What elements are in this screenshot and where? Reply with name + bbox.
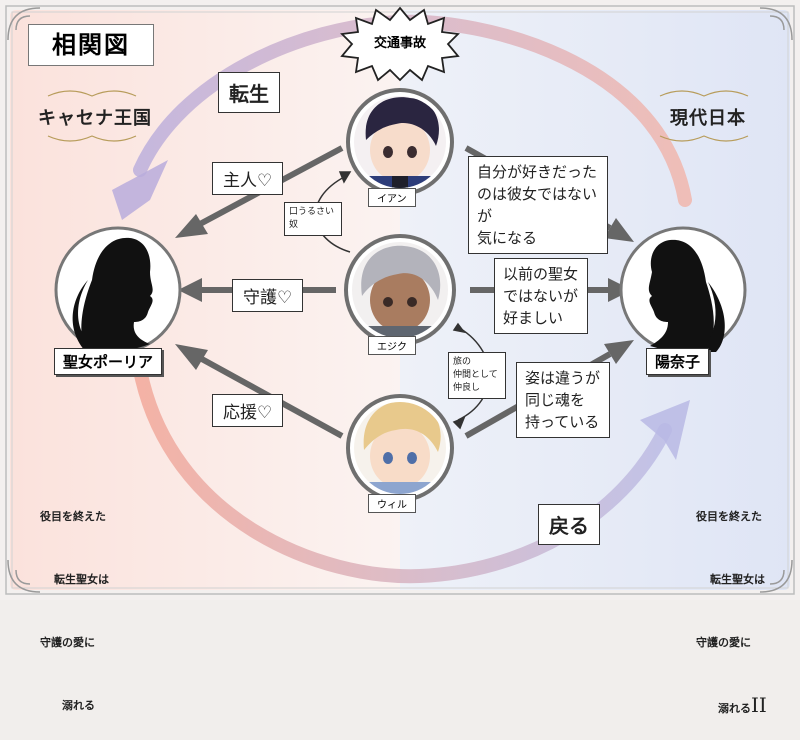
relation-ejik-ian: 口うるさい 奴 <box>284 202 342 236</box>
logo-right-line4-text: 溺れる <box>718 702 751 715</box>
corner-ornament-bottom-right <box>759 559 793 593</box>
name-ejik: エジク <box>368 336 416 355</box>
relation-will-hinako-line3: 持っている <box>525 413 600 431</box>
reincarnation-label: 転生 <box>218 72 280 113</box>
relation-ejik-will-line2: 仲間として <box>453 370 498 380</box>
corner-ornament-bottom-left <box>7 559 41 593</box>
relation-ejik-hinako: 以前の聖女 ではないが 好ましい <box>494 258 588 334</box>
relation-ejik-ian-line1: 口うるさい <box>289 207 335 217</box>
will-portrait <box>346 394 454 502</box>
relation-will-hinako-line2: 同じ魂を <box>525 391 586 409</box>
relation-will-hinako-line1: 姿は違うが <box>525 369 601 387</box>
relation-ejik-paulia: 守護♡ <box>232 279 304 312</box>
name-ian: イアン <box>368 188 416 207</box>
logo-left-line4: 溺れる <box>62 699 95 712</box>
relation-ejik-will-line3: 仲良し <box>453 383 481 393</box>
logo-right: 役目を終えた 転生聖女は 守護の愛に 溺れるII <box>696 464 767 740</box>
ian-portrait <box>346 88 454 196</box>
logo-right-line3: 守護の愛に <box>696 636 751 649</box>
ornament-right <box>659 90 749 142</box>
hinako-portrait <box>619 226 747 354</box>
corner-ornament-top-right <box>759 7 793 41</box>
relation-ejik-will: 旅の 仲間として 仲良し <box>448 352 506 399</box>
accident-label: 交通事故 <box>373 36 426 51</box>
logo-right-line2: 転生聖女は <box>710 573 765 586</box>
logo-left-line3: 守護の愛に <box>40 636 95 649</box>
cycle-arrow-bottom <box>133 363 672 584</box>
relation-will-paulia: 応援♡ <box>212 394 284 427</box>
relation-will-hinako: 姿は違うが 同じ魂を 持っている <box>516 362 610 438</box>
relation-ian-hinako-line1: 自分が好きだった <box>477 163 598 181</box>
paulia-portrait <box>54 226 182 354</box>
relation-ian-hinako: 自分が好きだった のは彼女ではないが 気になる <box>468 156 608 254</box>
place-left-kingdom: キャセナ王国 <box>38 108 152 129</box>
relation-ejik-hinako-line3: 好ましい <box>503 309 564 327</box>
ejik-portrait <box>344 234 456 346</box>
relation-ejik-will-line1: 旅の <box>453 357 472 367</box>
return-label: 戻る <box>538 504 600 545</box>
relationship-diagram <box>5 5 795 595</box>
relation-ian-paulia: 主人♡ <box>212 162 284 195</box>
logo-right-numeral: II <box>751 693 767 717</box>
ornament-left <box>47 90 137 142</box>
relation-ian-hinako-line3: 気になる <box>477 229 538 247</box>
relation-ejik-hinako-line2: ではないが <box>503 287 579 305</box>
relation-ian-hinako-line2: のは彼女ではないが <box>477 185 598 225</box>
place-right-japan: 現代日本 <box>670 108 746 129</box>
logo-left-line2: 転生聖女は <box>54 573 109 586</box>
logo-right-line1: 役目を終えた <box>696 510 762 523</box>
accident-burst <box>340 6 460 82</box>
name-paulia: 聖女ポーリア <box>54 348 163 375</box>
name-hinako: 陽奈子 <box>646 348 710 375</box>
corner-ornament-top-left <box>7 7 41 41</box>
logo-left-line1: 役目を終えた <box>40 510 106 523</box>
logo-left: 役目を終えた 転生聖女は 守護の愛に 溺れる <box>40 464 109 737</box>
name-will: ウィル <box>368 494 416 513</box>
page-title: 相関図 <box>28 24 154 66</box>
relation-ejik-hinako-line1: 以前の聖女 <box>503 265 579 283</box>
relation-ejik-ian-line2: 奴 <box>289 220 299 230</box>
logo-right-line4: 溺れるII <box>696 695 767 719</box>
